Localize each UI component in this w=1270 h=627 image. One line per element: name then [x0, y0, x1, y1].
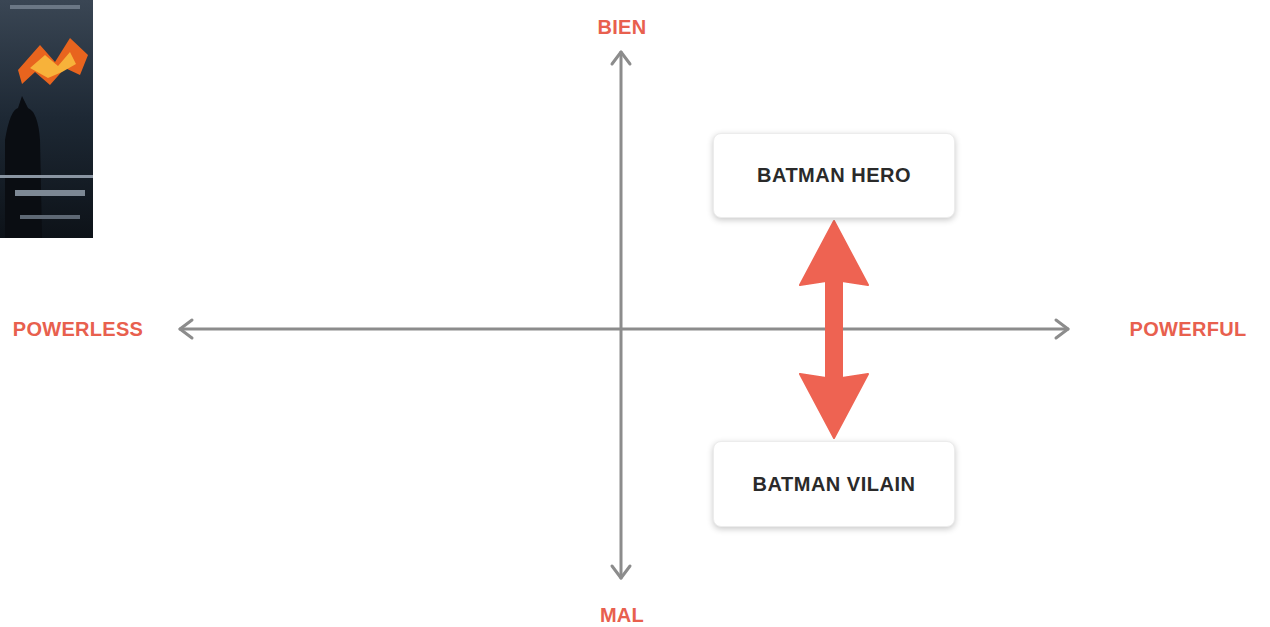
axis-label: POWERFUL	[1130, 318, 1247, 341]
axis-arrowhead	[1056, 320, 1068, 338]
box-label: BATMAN HERO	[757, 164, 911, 187]
box-label: BATMAN VILAIN	[753, 473, 916, 496]
character-box: BATMAN HERO	[713, 133, 955, 218]
axes	[180, 52, 1068, 578]
axis-arrowhead	[612, 566, 630, 578]
horizontal-axis	[180, 328, 1068, 331]
axis-label: BIEN	[598, 16, 647, 39]
axis-arrowhead	[180, 320, 192, 338]
double-arrow	[800, 221, 868, 438]
axis-arrowhead	[612, 52, 630, 64]
vertical-axis	[620, 52, 623, 578]
axis-label: MAL	[600, 604, 644, 627]
axis-label: POWERLESS	[13, 318, 144, 341]
movie-poster	[0, 0, 93, 238]
character-box: BATMAN VILAIN	[713, 441, 955, 527]
